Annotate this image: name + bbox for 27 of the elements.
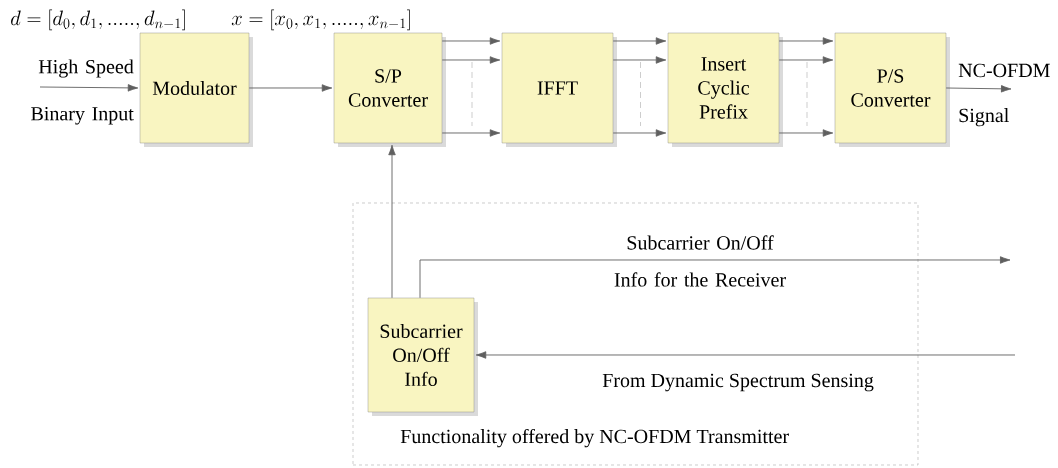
process-box: Insert Cyclic Prefix: [667, 32, 783, 147]
process-box: S/P Converter: [333, 32, 446, 147]
arrow: [778, 56, 834, 64]
arrow: [475, 351, 1016, 359]
edge-label: NC-OFDM Signal: [958, 63, 1050, 127]
process-box: IFFT: [501, 32, 617, 147]
arrow: [612, 56, 667, 64]
process-box: P/S Converter: [834, 32, 950, 147]
process-box: Modulator: [139, 32, 253, 147]
edge-label: High Speed Binary Input: [31, 59, 134, 125]
arrow: [778, 37, 834, 45]
arrow: [388, 144, 396, 299]
process-box: Subcarrier On/Off Info: [367, 297, 478, 416]
edge-label: Subcarrier On/Off Info for the Receiver: [614, 235, 786, 287]
arrow: [39, 84, 139, 92]
arrow: [248, 84, 333, 92]
arrow: [612, 37, 667, 45]
vector-formula: $x = [x_{0},x_{1},.....,x_{n-1}]$: [231, 9, 410, 31]
arrow: [945, 85, 1012, 93]
vector-formula: $d = [d_{0},d_{1},.....,d_{n-1}]$: [11, 9, 185, 31]
arrow: [441, 129, 501, 137]
arrow: [778, 129, 834, 137]
arrow: [441, 37, 501, 45]
arrow: [612, 129, 667, 137]
arrow: [419, 256, 1011, 299]
arrow: [441, 56, 501, 64]
edge-label: From Dynamic Spectrum Sensing: [602, 373, 874, 392]
